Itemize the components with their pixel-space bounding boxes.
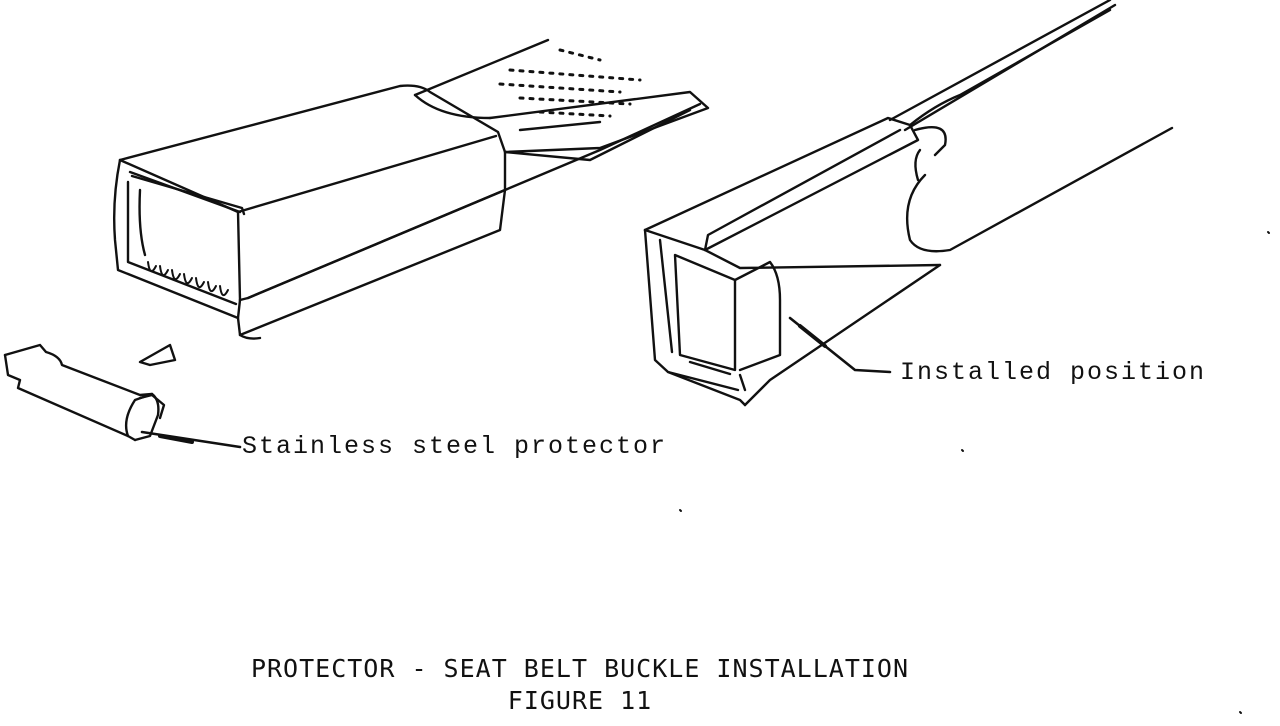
left-buckle-illustration — [113, 38, 710, 340]
scan-specks — [679, 231, 1270, 714]
right-buckle-illustration — [643, 0, 1174, 407]
protector-label: Stainless steel protector — [242, 432, 668, 461]
latch-slots — [147, 261, 229, 297]
webbing-texture — [498, 48, 642, 118]
figure-caption-title: PROTECTOR - SEAT BELT BUCKLE INSTALLATIO… — [250, 654, 910, 683]
figure-caption-number: FIGURE 11 — [507, 686, 653, 715]
protector-piece-illustration — [3, 343, 242, 449]
installed-position-label: Installed position — [900, 358, 1207, 387]
